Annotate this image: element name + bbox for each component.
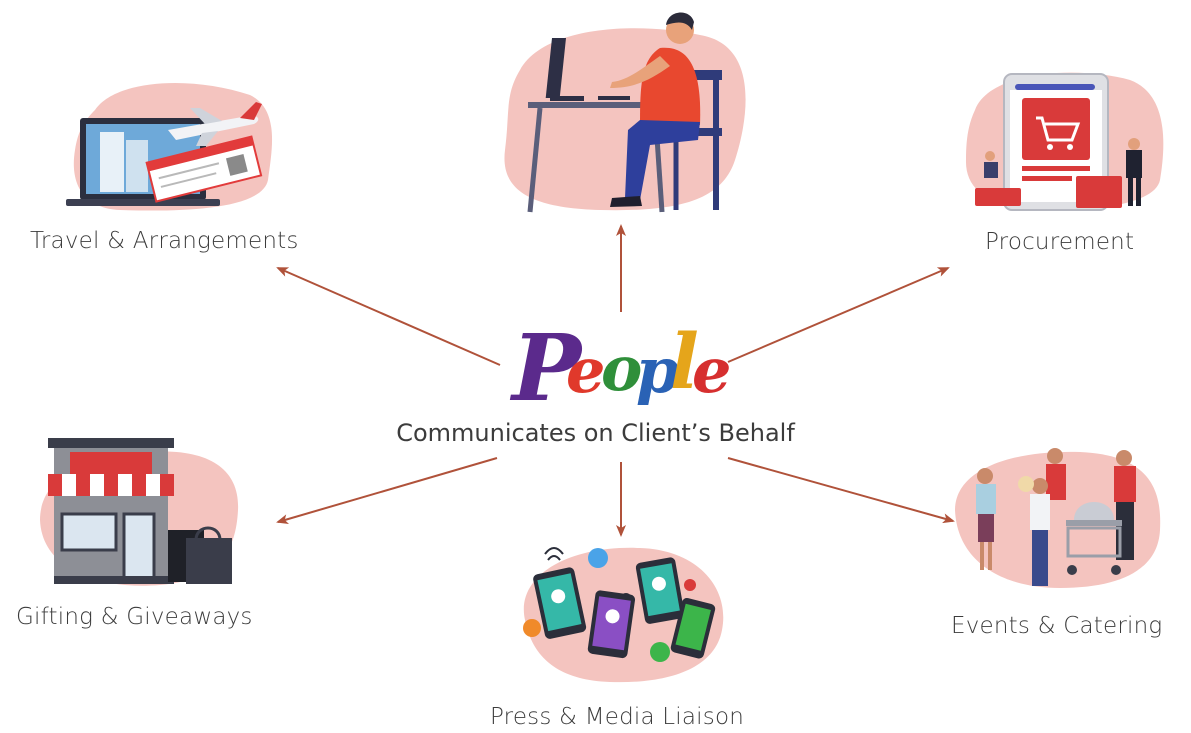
arrow-to-events [727,457,955,524]
center-caption: Communicates on Client’s Behalf [396,419,795,447]
catering-people-icon [955,448,1161,588]
label-gifting: Gifting & Giveaways [16,604,253,630]
label-procurement: Procurement [985,229,1135,255]
logo-letter-l: l [670,317,699,406]
logo-letter-o: o [601,332,642,405]
travel-laptop-ticket-icon [66,83,273,211]
people-logo: P e o p l e [509,314,731,422]
connector-arrows [276,224,955,537]
person-at-computer-icon [504,12,746,213]
arrow-to-procurement [727,267,950,363]
logo-letter-p: P [509,314,584,422]
microphones-phones-icon [523,547,724,683]
arrow-to-travel [276,267,501,366]
label-events: Events & Catering [951,613,1163,639]
label-press: Press & Media Liaison [490,704,744,730]
awning [48,474,174,496]
label-travel: Travel & Arrangements [30,228,299,254]
logo-letter-e2: e [692,334,731,407]
shopping-cart-tablet-icon [965,72,1164,211]
storefront-shopping-bags-icon [40,438,239,586]
logo-letter-e1: e [566,334,605,407]
arrow-to-gifting [276,457,498,524]
logo-letter-p2: p [636,334,679,407]
